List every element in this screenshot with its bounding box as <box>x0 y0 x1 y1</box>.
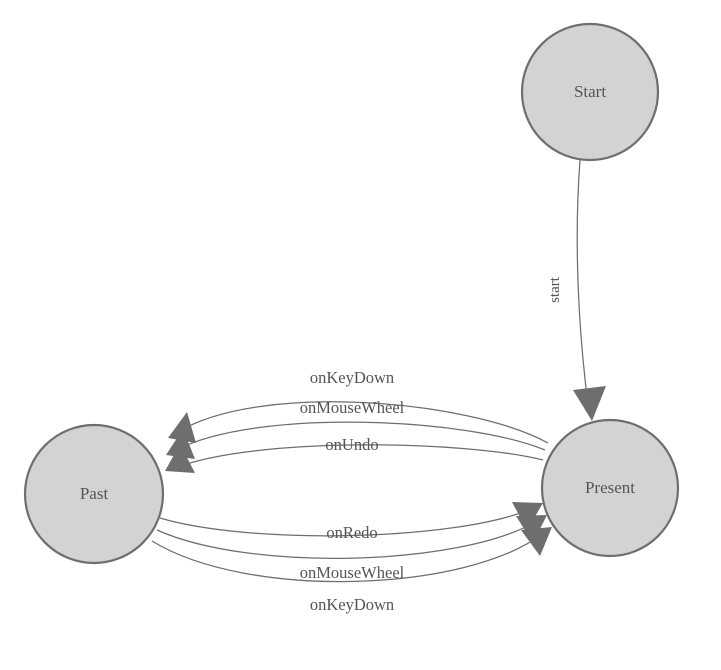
edge-present-to-past-mousewheel[interactable]: onMouseWheel <box>166 398 546 459</box>
edge-label-past-present-keydown: onKeyDown <box>310 595 394 614</box>
edge-past-to-present-keydown[interactable]: onKeyDown <box>151 527 552 614</box>
edge-label-present-past-keydown: onKeyDown <box>310 368 394 387</box>
edge-path-present-past-undo <box>174 444 544 469</box>
edge-label-present-past-undo: onUndo <box>325 435 378 454</box>
arrowhead-start-present <box>573 386 606 421</box>
arrowhead-past-present-keydown <box>521 527 552 556</box>
edge-label-present-past-mousewheel: onMouseWheel <box>300 398 405 417</box>
edge-path-present-past-keydown <box>177 401 549 444</box>
node-present-label: Present <box>585 478 635 497</box>
edge-path-past-present-redo <box>159 507 534 537</box>
edge-path-past-present-mousewheel <box>156 520 538 559</box>
edge-label-past-present-mousewheel: onMouseWheel <box>300 563 405 582</box>
edge-path-present-past-mousewheel <box>175 421 546 451</box>
edge-path-past-present-keydown <box>151 533 543 583</box>
arrowhead-present-past-mousewheel <box>166 429 195 459</box>
node-start[interactable]: Start <box>520 22 660 162</box>
node-present[interactable]: Present <box>540 418 680 558</box>
node-past-label: Past <box>80 484 109 503</box>
node-start-circle <box>520 22 660 162</box>
edge-past-to-present-redo[interactable]: onRedo <box>159 502 543 542</box>
node-past-circle <box>23 423 165 565</box>
edge-start-to-present[interactable]: start <box>547 159 606 421</box>
edge-present-to-past-keydown[interactable]: onKeyDown <box>168 368 549 444</box>
arrowhead-present-past-undo <box>165 444 195 473</box>
node-start-label: Start <box>574 82 606 101</box>
edge-label-start: start <box>547 276 563 303</box>
edge-label-past-present-redo: onRedo <box>326 523 377 542</box>
edge-present-to-past-undo[interactable]: onUndo <box>165 435 544 473</box>
arrowhead-present-past-keydown <box>168 412 196 443</box>
node-past[interactable]: Past <box>23 423 165 565</box>
edge-path-start-present <box>576 159 590 413</box>
node-present-circle <box>540 418 680 558</box>
